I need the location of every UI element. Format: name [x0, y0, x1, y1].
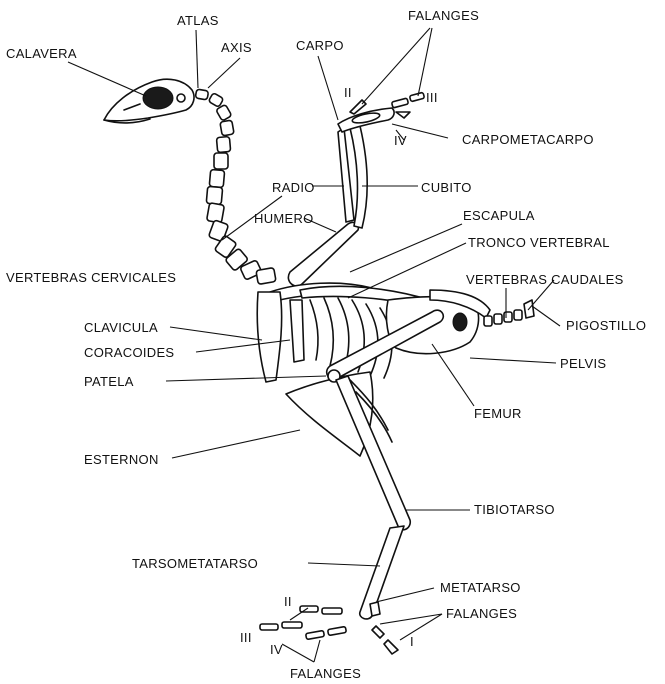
label-patela: PATELA [84, 374, 134, 389]
label-digit-iii-wing: III [426, 90, 438, 105]
label-coracoides: CORACOIDES [84, 345, 174, 360]
label-femur: FEMUR [474, 406, 522, 421]
label-axis: AXIS [221, 40, 252, 55]
label-tarsometatarso: TARSOMETATARSO [132, 556, 258, 571]
pelvis [386, 290, 534, 354]
label-pelvis: PELVIS [560, 356, 606, 371]
label-carpo: CARPO [296, 38, 344, 53]
label-escapula: ESCAPULA [463, 208, 535, 223]
label-digit-i-right: I [410, 634, 414, 649]
label-digit-ii-wing: II [344, 85, 352, 100]
label-humero: HUMERO [254, 211, 314, 226]
label-falanges-foot-bottom: FALANGES [290, 666, 361, 681]
label-esternon: ESTERNON [84, 452, 159, 467]
label-digit-iv-wing: IV [394, 133, 407, 148]
label-pigostillo: PIGOSTILLO [566, 318, 646, 333]
label-digit-ii-foot: II [284, 594, 292, 609]
label-falanges-wing: FALANGES [408, 8, 479, 23]
label-clavicula: CLAVICULA [84, 320, 158, 335]
labels: CALAVERA ATLAS AXIS CARPO FALANGES II II… [6, 8, 646, 681]
label-calavera: CALAVERA [6, 46, 77, 61]
label-vertebras-cervicales: VERTEBRAS CERVICALES [6, 270, 176, 285]
label-carpometacarpo: CARPOMETACARPO [462, 132, 594, 147]
label-metatarso: METATARSO [440, 580, 521, 595]
label-cubito: CUBITO [421, 180, 472, 195]
label-falanges-foot-right: FALANGES [446, 606, 517, 621]
label-radio: RADIO [272, 180, 315, 195]
label-digit-iii-foot: III [240, 630, 252, 645]
label-tronco-vertebral: TRONCO VERTEBRAL [468, 235, 610, 250]
label-vertebras-caudales: VERTEBRAS CAUDALES [466, 272, 624, 287]
label-digit-iv-foot: IV [270, 642, 283, 657]
label-atlas: ATLAS [177, 13, 219, 28]
skull [104, 79, 194, 123]
cervical-vertebrae [195, 89, 276, 284]
label-tibiotarso: TIBIOTARSO [474, 502, 555, 517]
